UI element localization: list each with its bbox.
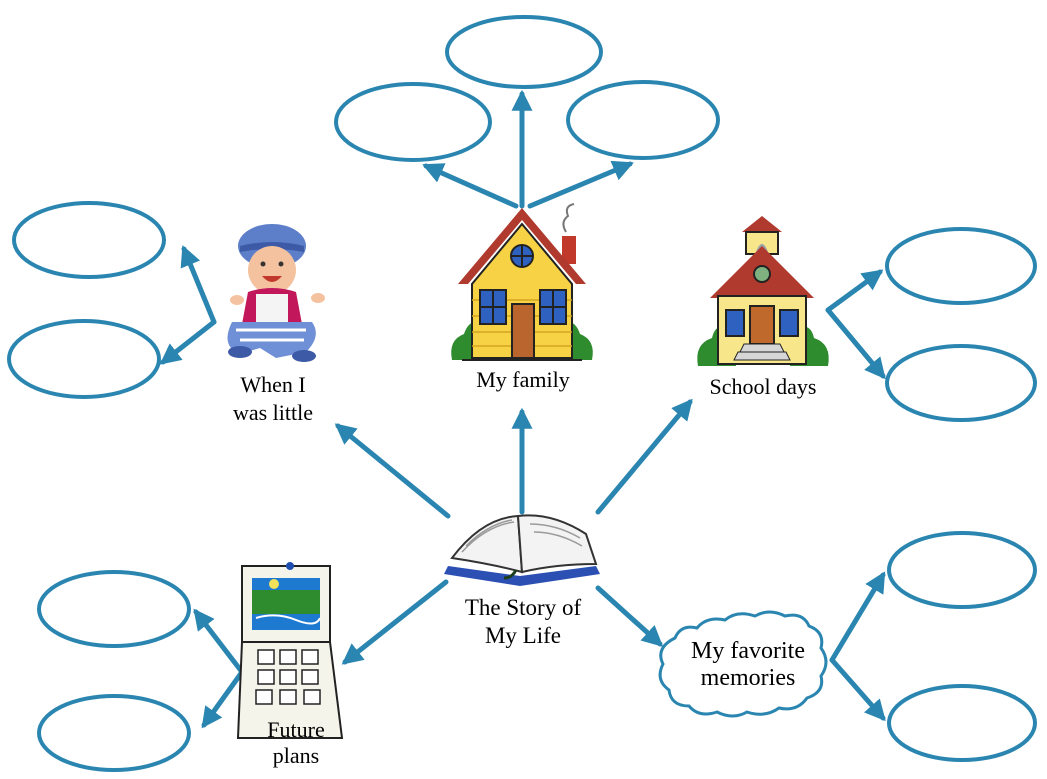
arrow-memories-bottom (829, 657, 886, 722)
handheld-computer-icon (236, 562, 344, 739)
house-icon (451, 203, 593, 361)
topic-label-my-family-text: My family (476, 367, 570, 392)
arrow-center-school (595, 398, 693, 515)
topic-future-line-1: Future (267, 717, 325, 742)
arrow-future-top (193, 608, 245, 675)
topic-label-school-days: School days (688, 373, 838, 401)
topic-little-line-1: When I (240, 372, 306, 397)
arrow-school-top (825, 269, 884, 313)
arrow-center-future (341, 579, 449, 665)
topic-label-my-favorite-memories: My favorite memories (668, 638, 828, 692)
empty-oval-family-right[interactable] (566, 80, 720, 160)
schoolhouse-icon (697, 216, 829, 366)
empty-oval-little-top[interactable] (12, 201, 166, 279)
baby-icon (227, 224, 325, 362)
arrow-future-bottom (201, 669, 245, 729)
center-topic-line-1: The Story of (464, 595, 582, 620)
topic-memories-line-2: memories (700, 665, 796, 691)
center-topic-line-2: My Life (484, 623, 561, 648)
arrow-center-memories (595, 585, 664, 647)
empty-oval-family-top[interactable] (445, 15, 603, 89)
arrow-school-bottom (825, 307, 886, 380)
arrow-center-little (334, 423, 451, 519)
center-topic-label: The Story of My Life (437, 594, 609, 650)
empty-oval-future-top[interactable] (37, 570, 191, 648)
topic-little-line-2: was little (232, 400, 314, 425)
arrow-memories-top (829, 571, 886, 663)
empty-oval-school-bottom[interactable] (885, 344, 1037, 422)
arrow-little-top (180, 245, 217, 325)
open-book-icon (444, 514, 600, 586)
arrow-family-right (527, 160, 634, 209)
topic-label-my-family: My family (452, 366, 594, 394)
topic-label-when-i-was-little: When I was little (208, 371, 338, 427)
arrow-little-bottom (159, 319, 217, 365)
empty-oval-family-left[interactable] (334, 82, 492, 162)
empty-oval-memories-top[interactable] (887, 531, 1037, 609)
empty-oval-school-top[interactable] (885, 227, 1037, 305)
memories-cloud-shape (658, 610, 828, 718)
empty-oval-memories-bottom[interactable] (887, 684, 1037, 762)
topic-memories-line-1: My favorite (691, 638, 805, 664)
topic-label-future-plans: Future plans (246, 717, 346, 769)
arrow-family-left (422, 163, 519, 209)
topic-label-school-days-text: School days (709, 374, 817, 399)
empty-oval-future-bottom[interactable] (37, 694, 191, 772)
topic-future-line-2: plans (272, 743, 320, 768)
empty-oval-little-bottom[interactable] (7, 319, 161, 399)
